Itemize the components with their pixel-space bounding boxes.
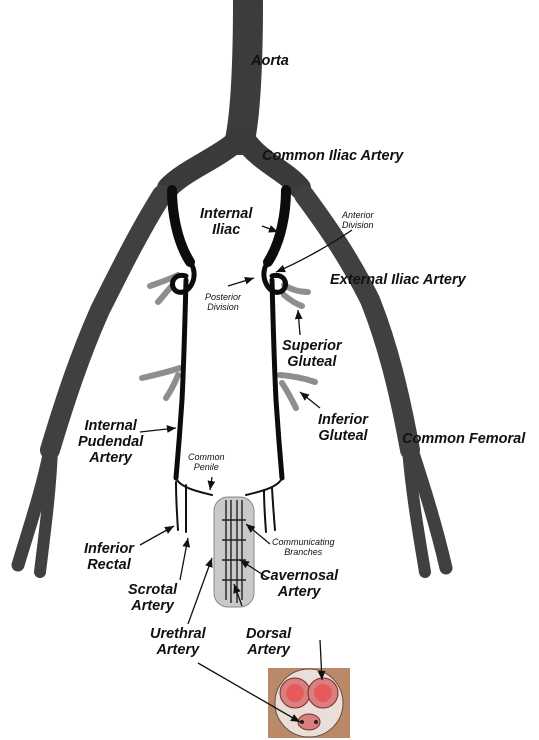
penile-shaft	[214, 497, 254, 607]
right-external-iliac-femoral	[304, 195, 446, 572]
label-scrotal-artery: Scrotal Artery	[128, 582, 177, 614]
label-cavernosal-artery: Cavernosal Artery	[260, 568, 338, 600]
label-common-penile: Common Penile	[188, 452, 225, 472]
label-anterior-division: Anterior Division	[342, 210, 374, 230]
label-aorta: Aorta	[251, 53, 289, 69]
left-external-iliac-femoral	[18, 195, 162, 572]
label-posterior-division: Posterior Division	[205, 292, 241, 312]
right-internal-iliac-pudendal	[264, 190, 286, 478]
label-urethral-artery: Urethral Artery	[150, 626, 206, 658]
label-common-iliac-artery: Common Iliac Artery	[262, 148, 403, 164]
label-internal-iliac: Internal Iliac	[200, 206, 252, 238]
label-inferior-rectal: Inferior Rectal	[84, 541, 134, 573]
aorta-vessel	[240, 0, 248, 140]
label-internal-pudendal-artery: Internal Pudendal Artery	[78, 418, 143, 467]
label-external-iliac-artery: External Iliac Artery	[330, 272, 466, 288]
label-inferior-gluteal: Inferior Gluteal	[318, 412, 368, 444]
left-internal-iliac-pudendal	[172, 190, 194, 478]
label-dorsal-artery: Dorsal Artery	[246, 626, 291, 658]
penile-cross-section	[268, 668, 350, 738]
label-superior-gluteal: Superior Gluteal	[282, 338, 342, 370]
label-communicating-branches: Communicating Branches	[272, 537, 335, 557]
label-common-femoral: Common Femoral	[402, 431, 525, 447]
